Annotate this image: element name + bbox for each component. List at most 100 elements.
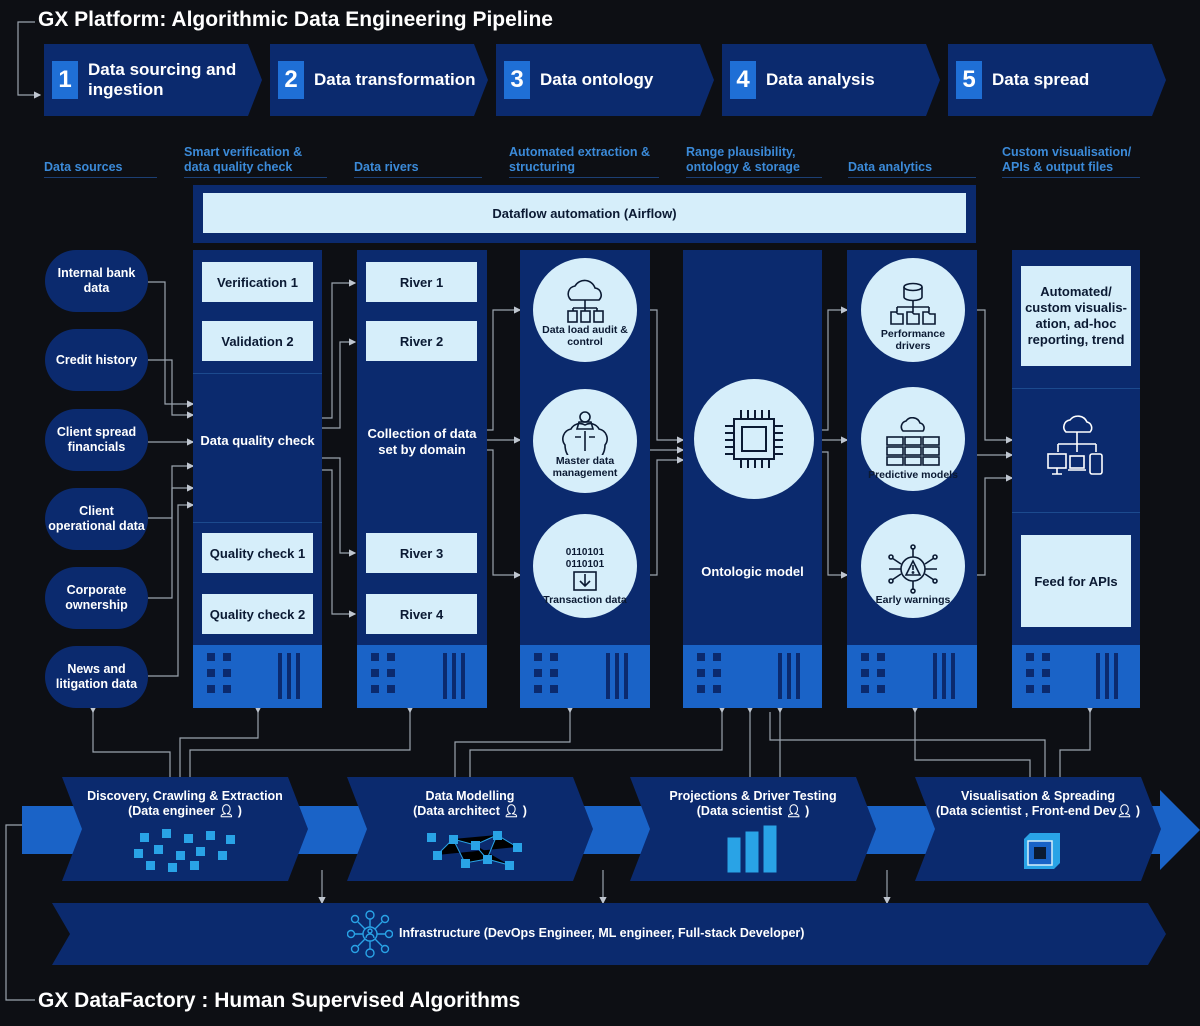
visualisation-output: Automated/ custom visualis-ation, ad-hoc… bbox=[1021, 266, 1131, 366]
ontologic-model-label: Ontologic model bbox=[701, 564, 804, 579]
server-slot bbox=[1026, 669, 1034, 677]
person-icon: 👤︎ bbox=[1116, 804, 1133, 818]
server-slot bbox=[534, 685, 542, 693]
step-3-number: 3 bbox=[504, 61, 530, 99]
role-discovery-close: ) bbox=[237, 804, 242, 818]
binary-download-icon: 0110101 0110101 bbox=[566, 547, 605, 591]
feed-for-apis: Feed for APIs bbox=[1021, 535, 1131, 627]
step-1: 1 Data sourcing and ingestion bbox=[44, 44, 262, 116]
role-modelling-title: Data Modelling bbox=[425, 789, 515, 803]
server-slot bbox=[877, 669, 885, 677]
warning-network-icon bbox=[888, 544, 938, 594]
server-slot bbox=[877, 685, 885, 693]
source-credit-history: Credit history bbox=[45, 329, 148, 391]
brain-person-icon bbox=[562, 411, 608, 455]
server-bar bbox=[443, 653, 447, 699]
server-bar bbox=[624, 653, 628, 699]
infrastructure-bar: Infrastructure (DevOps Engineer, ML engi… bbox=[52, 903, 1166, 965]
process-stream-arrow bbox=[22, 790, 1200, 870]
server-slot bbox=[861, 685, 869, 693]
role-modelling: Data Modelling (Data architect 👤︎ ) bbox=[347, 777, 593, 881]
server-slot bbox=[371, 669, 379, 677]
server-icon bbox=[847, 645, 977, 708]
server-bar bbox=[278, 653, 282, 699]
source-client-operational-data: Client operational data bbox=[45, 488, 148, 550]
circle-data-load-audit: Data load audit & control bbox=[533, 258, 637, 362]
server-bar bbox=[287, 653, 291, 699]
validation-2: Validation 2 bbox=[202, 321, 313, 361]
quality-check-2: Quality check 2 bbox=[202, 594, 313, 634]
server-bar bbox=[606, 653, 610, 699]
cubes-icon bbox=[132, 827, 242, 872]
performance-drivers-label: Performance drivers bbox=[880, 328, 946, 352]
server-bar bbox=[461, 653, 465, 699]
river-4: River 4 bbox=[366, 594, 477, 634]
cloud-documents-icon bbox=[567, 279, 604, 323]
server-bar bbox=[296, 653, 300, 699]
server-slot bbox=[1042, 653, 1050, 661]
airflow-label: Dataflow automation (Airflow) bbox=[203, 193, 966, 233]
header-output: Custom visualisation/ APIs & output file… bbox=[1002, 145, 1140, 178]
role-visualisation-title: Visualisation & Spreading bbox=[961, 789, 1115, 803]
role-discovery: Discovery, Crawling & Extraction (Data e… bbox=[62, 777, 308, 881]
server-bar bbox=[1105, 653, 1109, 699]
server-bar bbox=[787, 653, 791, 699]
server-slot bbox=[371, 685, 379, 693]
server-slot bbox=[1042, 685, 1050, 693]
server-bar bbox=[796, 653, 800, 699]
role-visualisation: Visualisation & Spreading (Data scientis… bbox=[915, 777, 1161, 881]
role-modelling-close: ) bbox=[522, 804, 527, 818]
river-1: River 1 bbox=[366, 262, 477, 302]
quality-check-1: Quality check 1 bbox=[202, 533, 313, 573]
server-slot bbox=[550, 653, 558, 661]
step-1-label: Data sourcing and ingestion bbox=[88, 60, 237, 99]
svg-text:0110101: 0110101 bbox=[566, 559, 605, 570]
role-discovery-role: (Data engineer bbox=[128, 804, 215, 818]
header-data-rivers: Data rivers bbox=[354, 160, 482, 178]
server-icon bbox=[520, 645, 650, 708]
step-5-label: Data spread bbox=[992, 70, 1090, 89]
role-projections-role: (Data scientist bbox=[696, 804, 783, 818]
server-slot bbox=[713, 669, 721, 677]
server-slot bbox=[861, 653, 869, 661]
rivers-column: River 1 River 2 Collection of data set b… bbox=[357, 250, 487, 708]
server-bar bbox=[951, 653, 955, 699]
transaction-data-label: Transaction data bbox=[543, 594, 627, 606]
source-news-litigation-data: News and litigation data bbox=[45, 646, 148, 708]
circle-transaction-data: 0110101 0110101 Transaction data bbox=[533, 514, 637, 618]
server-bar bbox=[1114, 653, 1118, 699]
server-bar bbox=[452, 653, 456, 699]
step-5-number: 5 bbox=[956, 61, 982, 99]
circle-performance-drivers: Performance drivers bbox=[861, 258, 965, 362]
server-bar bbox=[933, 653, 937, 699]
server-icon bbox=[357, 645, 487, 708]
server-slot bbox=[223, 669, 231, 677]
server-slot bbox=[207, 669, 215, 677]
circle-early-warnings: Early warnings bbox=[861, 514, 965, 618]
header-smart-verification: Smart verification & data quality check bbox=[184, 145, 327, 178]
person-icon: 👤︎ bbox=[218, 804, 235, 818]
role-visualisation-role: (Data scientist , Front-end Dev bbox=[935, 804, 1117, 818]
step-2-label: Data transformation bbox=[314, 70, 476, 89]
chip-cube-icon bbox=[1020, 829, 1064, 873]
role-projections: Projections & Driver Testing (Data scien… bbox=[630, 777, 876, 881]
server-slot bbox=[1026, 685, 1034, 693]
infrastructure-label: Infrastructure (DevOps Engineer, ML engi… bbox=[399, 926, 805, 940]
server-icon bbox=[1012, 645, 1140, 708]
person-icon: 👤︎ bbox=[503, 804, 520, 818]
server-slot bbox=[1026, 653, 1034, 661]
server-slot bbox=[387, 653, 395, 661]
database-folders-icon bbox=[890, 282, 936, 325]
verification-1: Verification 1 bbox=[202, 262, 313, 302]
chip-circle bbox=[694, 379, 814, 499]
server-slot bbox=[1042, 669, 1050, 677]
header-extraction: Automated extraction & structuring bbox=[509, 145, 659, 178]
server-slot bbox=[861, 669, 869, 677]
server-bar bbox=[615, 653, 619, 699]
source-corporate-ownership: Corporate ownership bbox=[45, 567, 148, 629]
server-icon bbox=[683, 645, 822, 708]
cloud-servers-icon bbox=[886, 417, 940, 466]
server-bar bbox=[1096, 653, 1100, 699]
step-4: 4 Data analysis bbox=[722, 44, 940, 116]
source-client-spread-financials: Client spread financials bbox=[45, 409, 148, 471]
